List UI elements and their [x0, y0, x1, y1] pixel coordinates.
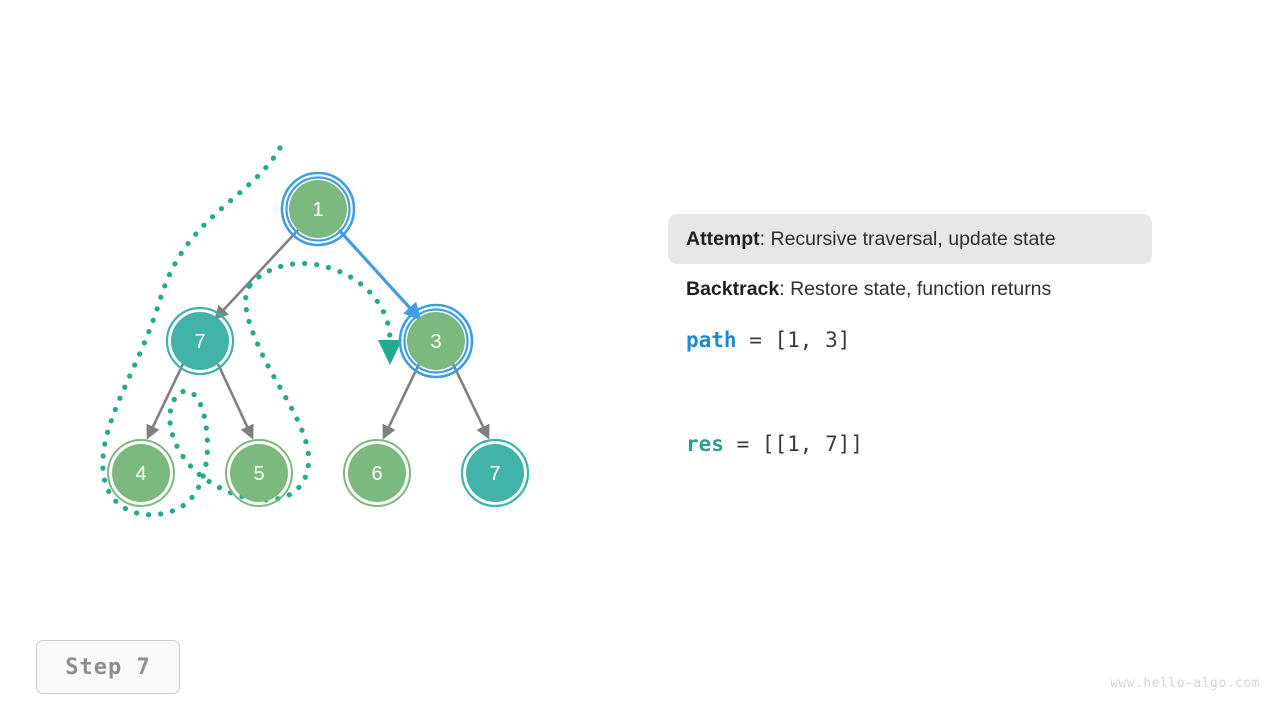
node-7-left-ring [165, 306, 235, 376]
tree-diagram: 1 7 3 4 5 6 [100, 145, 530, 518]
edge-7-to-5 [216, 363, 254, 440]
node-3-inner-ring [403, 308, 469, 374]
node-7-right-label: 7 [489, 463, 500, 485]
res-variable-row: res = [[1, 7]] [686, 418, 1206, 470]
edge-3-to-7b [451, 363, 490, 440]
traversal-pointer-triangle [378, 340, 402, 365]
res-variable-name: res [686, 432, 724, 456]
edge-1-to-3 [337, 228, 422, 321]
tree-edges [146, 228, 490, 440]
node-6-label: 6 [371, 463, 382, 485]
edge-1-to-7 [214, 229, 299, 321]
node-3-label: 3 [430, 331, 441, 353]
node-3-highlight-ring [398, 303, 474, 379]
code-spacer [686, 366, 1206, 418]
backtrack-label: Backtrack [686, 277, 780, 300]
path-variable-value: = [1, 3] [736, 328, 851, 352]
node-4-circle [112, 444, 170, 502]
tree-node-3[interactable]: 3 [398, 303, 474, 379]
tree-node-1[interactable]: 1 [280, 171, 356, 247]
attempt-row: Attempt: Recursive traversal, update sta… [668, 214, 1152, 264]
tree-node-5[interactable]: 5 [225, 439, 293, 507]
trail-right-arc [247, 260, 393, 343]
node-1-highlight-ring [280, 171, 356, 247]
site-watermark: www.hello-algo.com [1110, 676, 1260, 691]
tree-node-4[interactable]: 4 [107, 439, 175, 507]
path-variable-name: path [686, 328, 737, 352]
backtrack-text: : Restore state, function returns [779, 277, 1052, 300]
node-4-ring [107, 439, 175, 507]
node-3-circle [407, 312, 465, 370]
node-1-circle [289, 180, 347, 238]
node-7-right-ring [460, 438, 530, 508]
edge-3-to-6 [382, 363, 421, 440]
node-6-ring [343, 439, 411, 507]
attempt-label: Attempt [686, 227, 760, 250]
node-1-inner-ring [285, 176, 351, 242]
res-variable-value: = [[1, 7]] [723, 432, 864, 456]
tree-node-7-left[interactable]: 7 [165, 306, 235, 376]
backtrack-trail [100, 145, 393, 518]
node-5-label: 5 [253, 463, 264, 485]
trail-left-branch [100, 145, 312, 518]
node-7-left-label: 7 [194, 331, 205, 353]
node-5-circle [230, 444, 288, 502]
info-panel: Attempt: Recursive traversal, update sta… [668, 214, 1206, 470]
node-7-left-circle [171, 312, 229, 370]
tree-nodes: 1 7 3 4 5 6 [107, 171, 530, 508]
tree-node-7-right[interactable]: 7 [460, 438, 530, 508]
edge-7-to-4 [146, 363, 185, 440]
attempt-text: : Recursive traversal, update state [759, 227, 1056, 250]
path-variable-row: path = [1, 3] [686, 314, 1206, 366]
node-6-circle [348, 444, 406, 502]
tree-node-6[interactable]: 6 [343, 439, 411, 507]
node-1-label: 1 [312, 199, 323, 221]
node-4-label: 4 [135, 463, 146, 485]
node-7-right-circle [466, 444, 524, 502]
step-badge: Step 7 [36, 640, 180, 694]
node-5-ring [225, 439, 293, 507]
backtrack-row: Backtrack: Restore state, function retur… [686, 264, 1206, 314]
